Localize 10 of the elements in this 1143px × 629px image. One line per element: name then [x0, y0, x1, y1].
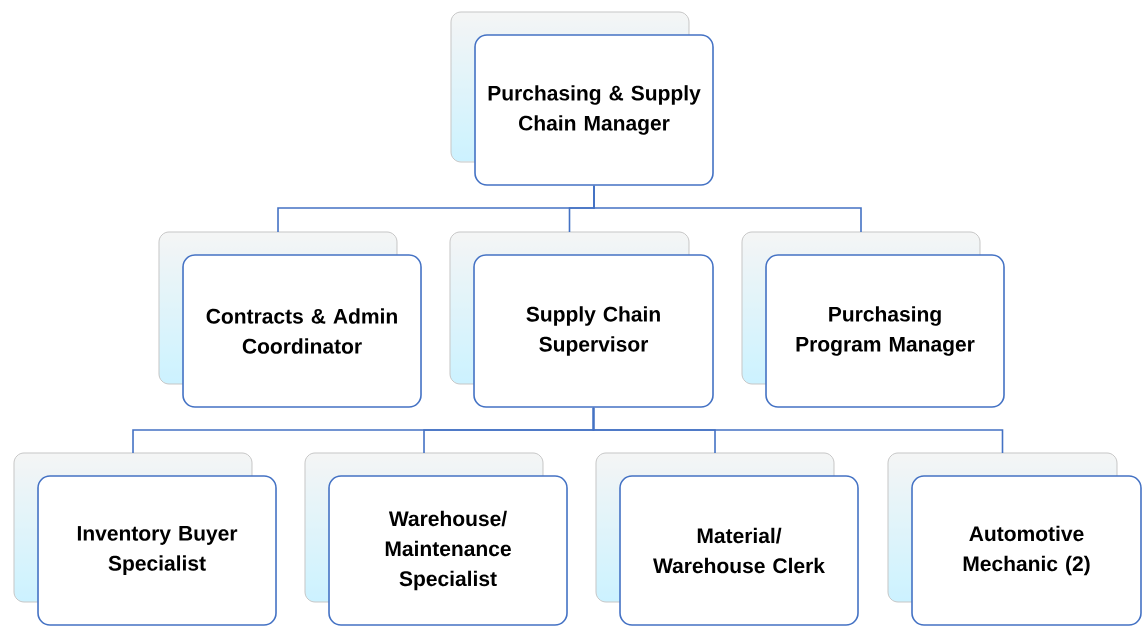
position-box: Supply Chain Supervisor — [449, 231, 714, 408]
position-box: Purchasing Program Manager — [741, 231, 1005, 408]
connector-line — [593, 185, 862, 233]
position-box: Contracts & Admin Coordinator — [158, 231, 422, 408]
position-box: Inventory Buyer Specialist — [13, 452, 277, 626]
position-box: Warehouse/ Maintenance Specialist — [304, 452, 568, 626]
position-box: Purchasing & Supply Chain Manager — [450, 11, 714, 186]
position-box: Material/ Warehouse Clerk — [595, 452, 859, 626]
connector-line — [592, 407, 1004, 454]
position-box: Automotive Mechanic (2) — [887, 452, 1142, 626]
